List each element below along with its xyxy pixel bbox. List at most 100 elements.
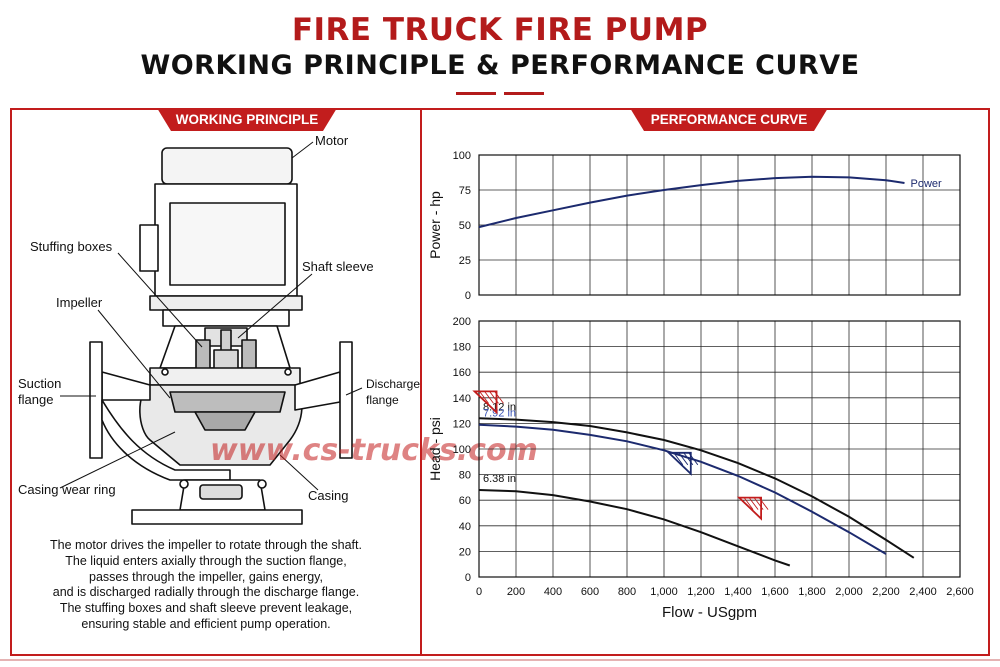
leader-impeller: [97, 309, 171, 399]
label-casing-wear-ring: Casing wear ring: [18, 482, 116, 497]
y-tick-label: 75: [459, 185, 471, 197]
x-tick-label: 2,000: [835, 586, 863, 598]
curve-marker: [666, 451, 692, 476]
y-tick-label: 50: [459, 220, 471, 232]
y-tick-label: 100: [453, 150, 471, 162]
y-tick-label: 0: [465, 290, 471, 302]
curve-marker: [736, 496, 762, 521]
description-line: The liquid enters axially through the su…: [65, 553, 347, 568]
curve-marker-hatch: [484, 391, 494, 404]
leader-stuffing-boxes: [117, 252, 203, 348]
x-tick-label: 800: [618, 586, 636, 598]
motor-junction-box: [139, 224, 159, 272]
x-tick-label: 2,600: [946, 586, 974, 598]
description-line: The motor drives the impeller to rotate …: [50, 538, 362, 552]
pedestal-slot: [199, 484, 243, 500]
series-label: Power: [911, 178, 943, 190]
curve-marker-hatch: [748, 497, 759, 510]
watermark: www.cs-trucks.com: [210, 433, 538, 468]
y-tick-label: 20: [459, 546, 471, 558]
x-tick-label: 1,400: [724, 586, 752, 598]
y-tick-label: 180: [453, 342, 471, 354]
x-tick-label: 2,400: [909, 586, 937, 598]
x-tick-label: 1,000: [650, 586, 678, 598]
x-tick-label: 1,600: [761, 586, 789, 598]
leader-shaft-sleeve: [237, 273, 313, 339]
x-axis-label: Flow - USgpm: [662, 604, 757, 621]
curve-marker-hatch: [479, 391, 489, 404]
bottom-divider: [0, 659, 1000, 661]
x-tick-label: 400: [544, 586, 562, 598]
y-tick-label: 160: [453, 367, 471, 379]
x-tick-label: 200: [507, 586, 525, 598]
discharge-flange-part: [339, 341, 353, 459]
y-tick-label: 140: [453, 393, 471, 405]
description-line: ensuring stable and efficient pump opera…: [81, 616, 331, 631]
curve-marker-hatch: [678, 452, 689, 466]
curve-marker-hatch: [673, 452, 684, 466]
impeller-part: [169, 391, 286, 413]
bolt: [179, 479, 189, 489]
leader-casing: [279, 454, 319, 491]
bolt-3: [161, 368, 169, 376]
performance-curve-panel: PERFORMANCE CURVE: [420, 108, 990, 656]
x-tick-label: 0: [476, 586, 482, 598]
curve-marker: [472, 390, 498, 415]
y-axis-label: Power - hp: [427, 191, 443, 259]
leader-discharge-flange: [345, 387, 363, 396]
label-motor: Motor: [315, 133, 349, 148]
bolt-4: [284, 368, 292, 376]
curve-marker-hatch: [743, 497, 754, 510]
label-discharge-flange-1: Discharge: [366, 377, 420, 391]
page-title: FIRE TRUCK FIRE PUMP: [291, 12, 709, 48]
leader-casing-wear-ring: [59, 431, 176, 489]
x-tick-label: 1,800: [798, 586, 826, 598]
base-plate: [131, 509, 303, 525]
x-tick-label: 1,200: [687, 586, 715, 598]
y-tick-label: 25: [459, 255, 471, 267]
working-principle-panel: WORKING PRINCIPLE: [10, 108, 422, 656]
page-subtitle: WORKING PRINCIPLE & PERFORMANCE CURVE: [140, 50, 860, 81]
y-tick-label: 100: [453, 444, 471, 456]
y-tick-label: 80: [459, 470, 471, 482]
plot-frame: [478, 320, 961, 578]
y-tick-label: 200: [453, 316, 471, 328]
label-impeller: Impeller: [56, 295, 103, 310]
performance-curve-tab: PERFORMANCE CURVE: [630, 108, 828, 131]
label-discharge-flange-2: flange: [366, 393, 399, 407]
description-line: and is discharged radially through the d…: [52, 585, 360, 600]
curve-marker-hatch: [494, 391, 504, 404]
label-suction-flange-1: Suction: [18, 376, 61, 391]
description-line: The stuffing boxes and shaft sleeve prev…: [59, 601, 353, 616]
series-line: [478, 417, 915, 559]
series-line: [478, 423, 887, 555]
working-principle-tab: WORKING PRINCIPLE: [157, 108, 337, 131]
curve-marker-hatch: [683, 452, 694, 466]
description-line: passes through the impeller, gains energ…: [89, 569, 323, 584]
label-suction-flange-2: flange: [18, 392, 53, 407]
series-label: 6.38 in: [483, 473, 516, 485]
y-tick-label: 0: [465, 572, 471, 584]
series-line: [478, 175, 905, 229]
x-tick-label: 600: [581, 586, 599, 598]
bolt-2: [257, 479, 267, 489]
label-stuffing-boxes: Stuffing boxes: [30, 239, 113, 254]
y-tick-label: 120: [453, 418, 471, 430]
curve-marker-hatch: [688, 452, 699, 466]
series-line: [478, 489, 791, 567]
curve-marker-hatch: [758, 497, 769, 510]
y-tick-label: 40: [459, 521, 471, 533]
x-tick-label: 2,200: [872, 586, 900, 598]
series-label: 8.12 in: [483, 401, 516, 413]
label-casing: Casing: [308, 488, 348, 503]
label-shaft-sleeve: Shaft sleeve: [302, 259, 374, 274]
curve-marker-hatch: [753, 497, 764, 510]
title-divider: [456, 91, 544, 96]
series-label: 7.92 in: [483, 408, 516, 420]
working-principle-description: The motor drives the impeller to rotate …: [10, 538, 402, 633]
impeller-hub: [194, 411, 256, 431]
y-axis-label: Head - psi: [427, 417, 443, 481]
plot-frame: [478, 154, 961, 296]
curve-marker-hatch: [489, 391, 499, 404]
